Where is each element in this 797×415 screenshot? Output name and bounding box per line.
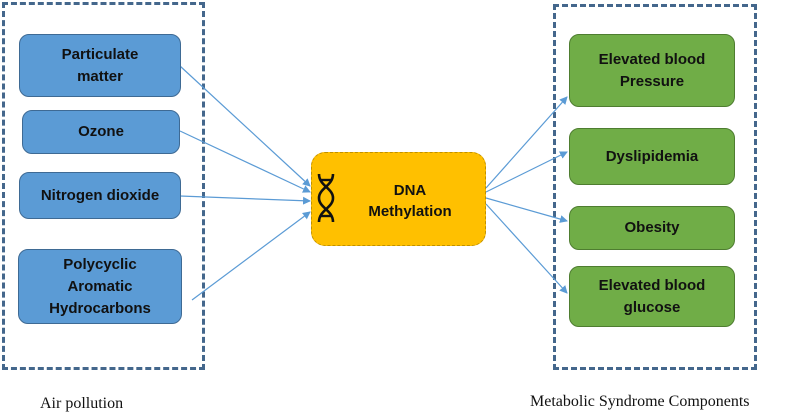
- dyslipidemia-box: Dyslipidemia: [569, 128, 735, 185]
- arrow-particulate-to-dna: [179, 65, 311, 187]
- elevated-blood-glucose-box: Elevated blood glucose: [569, 266, 735, 327]
- dna-icon: [317, 173, 335, 223]
- arrow-ozone-to-dna: [179, 130, 311, 193]
- nitrogen-dioxide-box: Nitrogen dioxide: [19, 172, 181, 219]
- arrow-dna-to-blood-glucose: [485, 203, 568, 294]
- arrow-no2-to-dna: [179, 195, 311, 205]
- dna-methylation-box: [311, 152, 486, 246]
- arrow-dna-to-obesity: [485, 197, 568, 223]
- air-pollution-caption: Air pollution: [40, 395, 124, 412]
- obesity-box: Obesity: [569, 206, 735, 250]
- metabolic-syndrome-frame: [553, 4, 757, 370]
- arrow-dna-to-dyslipidemia: [485, 151, 568, 193]
- arrow-pah-to-dna: [191, 211, 311, 301]
- elevated-blood-pressure-box: Elevated blood Pressure: [569, 34, 735, 107]
- particulate-matter-box: Particulate matter: [19, 34, 181, 97]
- arrow-dna-to-blood-pressure: [485, 96, 568, 189]
- air-pollution-frame: [2, 2, 205, 370]
- metabolic-syndrome-caption: Metabolic Syndrome Components: [530, 393, 750, 410]
- dna-methylation-label: DNA Methylation: [368, 182, 452, 220]
- ozone-box: Ozone: [22, 110, 180, 154]
- pah-box: Polycyclic Aromatic Hydrocarbons: [18, 249, 182, 324]
